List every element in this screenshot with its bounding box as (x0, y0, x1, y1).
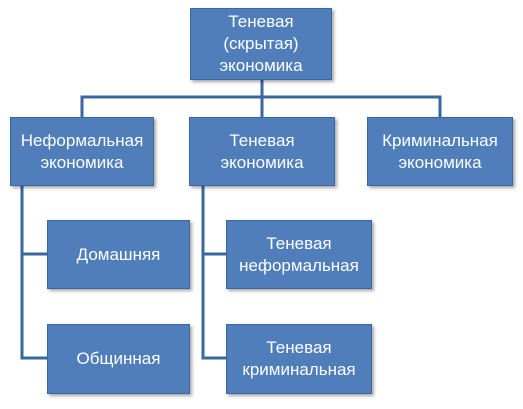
node-shadow-informal: Теневая неформальная (226, 220, 372, 289)
node-shadow-criminal: Теневая криминальная (226, 324, 372, 394)
node-domestic: Домашняя (47, 220, 190, 289)
node-communal: Общинная (47, 324, 190, 394)
node-shadow-hidden-economy: Теневая (скрытая) экономика (190, 8, 332, 80)
node-criminal-economy: Криминальная экономика (367, 117, 513, 186)
node-informal-economy: Неформальная экономика (10, 117, 154, 186)
node-shadow-economy: Теневая экономика (189, 117, 335, 186)
